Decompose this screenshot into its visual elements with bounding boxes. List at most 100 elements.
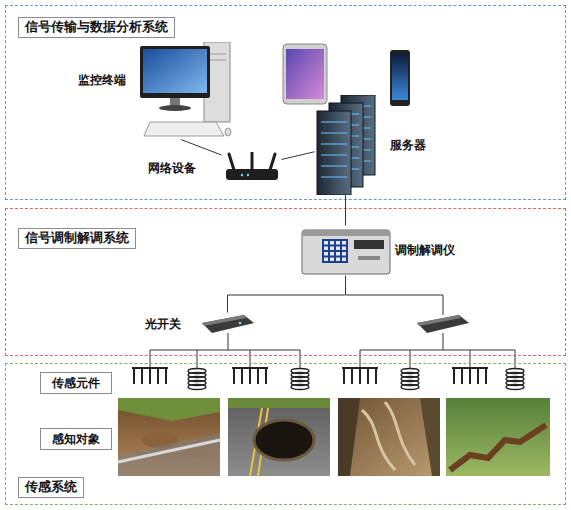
monitor-terminal: 监控终端: [140, 42, 232, 140]
flow-streak: [362, 402, 415, 470]
phone-screen: [392, 54, 408, 100]
road: [118, 433, 220, 476]
rack-light: [321, 165, 347, 166]
bank: [338, 398, 360, 476]
keypad-key: [330, 252, 334, 256]
keypad-key: [336, 257, 340, 261]
vegetation: [228, 398, 330, 408]
keypad-key: [324, 246, 328, 250]
photo-background: [446, 398, 550, 476]
grating-sensor: [452, 368, 488, 384]
row-label: 传感元件: [41, 373, 111, 393]
fiber-wire: [346, 295, 443, 315]
network-router-drawing: [222, 152, 282, 182]
grating-sensor: [132, 368, 168, 384]
sinkhole-photo: [228, 398, 330, 476]
monitor-screen: [143, 49, 207, 93]
coil-turn: [401, 385, 419, 390]
antenna: [270, 154, 275, 170]
band-title: 信号传输与数据分析系统: [18, 17, 175, 38]
monitor-terminal-drawing: [140, 42, 232, 140]
landslide-photo: [118, 398, 220, 476]
monitor-stand: [170, 98, 180, 106]
sinkhole: [254, 420, 314, 460]
device-label: 网络设备: [148, 160, 196, 177]
row-label: 感知对象: [41, 429, 111, 449]
router-body: [226, 169, 278, 180]
rack-light: [321, 154, 347, 155]
connector-line: [345, 195, 346, 226]
drive-slot: [208, 59, 226, 60]
keypad-key: [324, 257, 328, 261]
grating-sensor: [232, 368, 268, 384]
coil-sensor: [506, 369, 524, 390]
keyboard: [144, 122, 224, 136]
coil-turn: [291, 385, 309, 390]
coil-turn: [188, 385, 206, 390]
keypad-key: [342, 241, 346, 245]
modem-keypad: [322, 239, 348, 263]
connector-line: [282, 152, 315, 160]
status-led: [240, 173, 242, 175]
sensor-icons: [132, 368, 488, 384]
network-router: 网络设备: [222, 152, 282, 182]
system-band: 调制解调仪光开关 信号调制解调系统: [5, 208, 566, 356]
coil-turn: [506, 385, 524, 390]
phone-body: [390, 50, 410, 106]
modem-instrument-drawing: [300, 226, 392, 276]
phone-icon: [390, 50, 410, 106]
fiber-wires: [150, 295, 515, 368]
mouse: [225, 128, 231, 136]
switch-top: [417, 315, 461, 326]
tablet-icon: [283, 44, 327, 104]
rack-light: [321, 143, 347, 144]
device-label: 光开关: [145, 316, 181, 333]
status-led: [238, 321, 241, 324]
modem-port: [358, 256, 380, 260]
device-label: 服务器: [390, 137, 426, 154]
keypad-key: [342, 257, 346, 261]
keypad-key: [342, 252, 346, 256]
monitor-base: [159, 105, 191, 111]
guard-rail: [118, 440, 220, 462]
keypad-key: [330, 241, 334, 245]
rack-light: [321, 132, 347, 133]
band-title: 信号调制解调系统: [18, 228, 136, 249]
modem-display: [354, 240, 384, 249]
keypad-key: [336, 241, 340, 245]
modem-instrument: 调制解调仪: [300, 226, 392, 276]
band-title: 传感系统: [18, 477, 84, 498]
connector-line: [228, 276, 346, 313]
photo-background: [338, 398, 440, 476]
monitor: [140, 46, 210, 98]
status-led: [246, 173, 248, 175]
switch-body: [417, 315, 469, 333]
drive-slot: [208, 53, 226, 54]
tablet-screen: [286, 49, 324, 99]
row-tag: 感知对象: [40, 428, 112, 450]
grating-sensor: [342, 368, 378, 384]
optical-switch-drawing: [200, 313, 256, 335]
rack-light: [321, 121, 347, 122]
keypad-key: [336, 246, 340, 250]
antenna: [250, 153, 253, 170]
connector-line: [181, 140, 222, 156]
system-band: 监控终端网络设备 服务器 信号传输与数据分析系统: [5, 5, 566, 200]
switch-body: [202, 315, 254, 333]
coil-sensor: [401, 369, 419, 390]
coil-sensors: [188, 369, 524, 390]
system-band: 传感元件感知对象传感系统: [5, 363, 566, 505]
device-label: 调制解调仪: [395, 242, 455, 259]
row-tag: 传感元件: [40, 372, 112, 394]
photo-background: [228, 398, 330, 476]
debris-flow-photo: [338, 398, 440, 476]
ground-crack: [450, 425, 546, 470]
keypad-key: [330, 257, 334, 261]
server-rack: [317, 111, 351, 195]
keypad-key: [342, 246, 346, 250]
tablet-body: [283, 44, 327, 104]
server-rack-drawing: [315, 95, 377, 195]
rack-light: [321, 176, 347, 177]
coil-sensor: [188, 369, 206, 390]
